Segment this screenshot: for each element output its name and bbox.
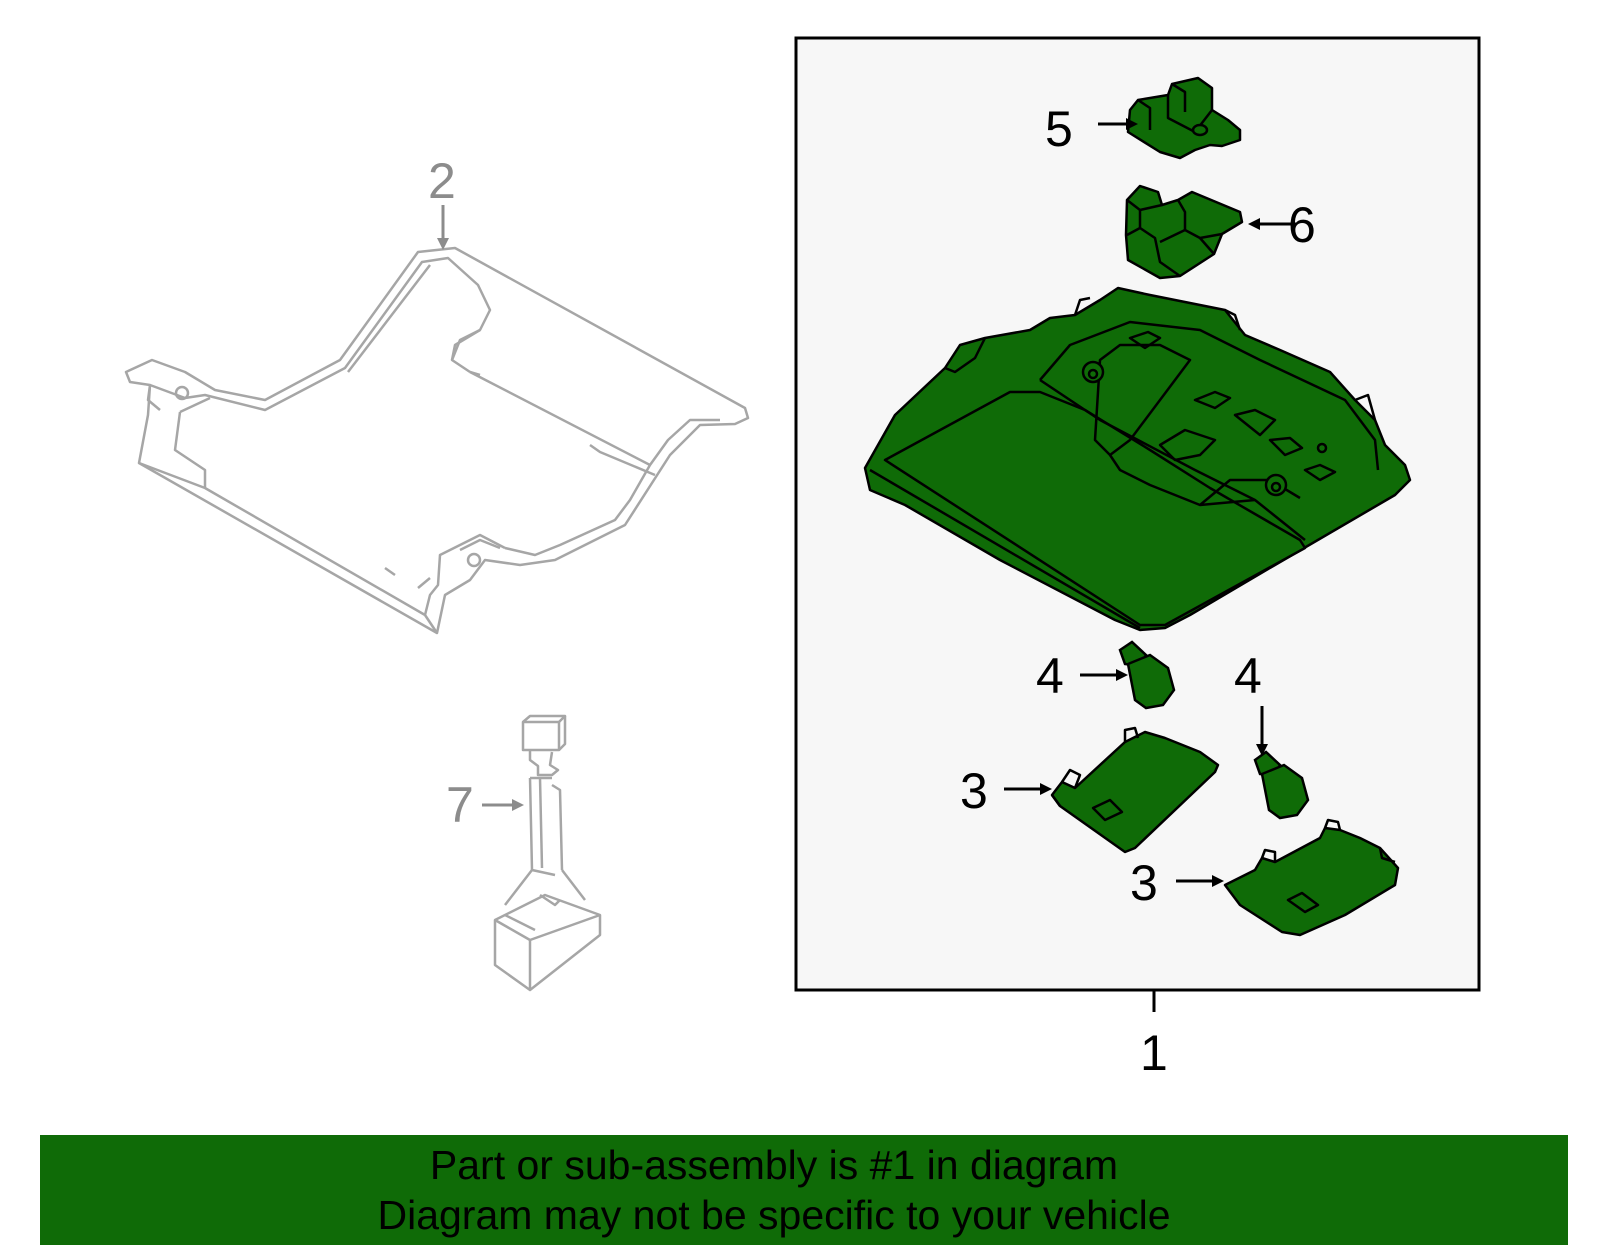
lens-cover-lower [1223, 818, 1400, 937]
callout-4-left: 4 [1036, 648, 1064, 704]
bulb-right [1253, 750, 1310, 820]
callout-2: 2 [428, 153, 456, 209]
banner-line-2: Diagram may not be specific to your vehi… [377, 1192, 1171, 1238]
lamp-bracket [1126, 76, 1242, 160]
callout-1: 1 [1140, 1025, 1168, 1081]
wiring-connector [493, 714, 602, 992]
info-banner: Part or sub-assembly is #1 in diagram Di… [40, 1135, 1568, 1245]
callout-6: 6 [1288, 197, 1316, 253]
lens-cover-upper [1050, 726, 1220, 854]
switch-block [1124, 184, 1244, 280]
roof-bracket-frame [124, 246, 750, 635]
banner-line-1: Part or sub-assembly is #1 in diagram [429, 1142, 1119, 1188]
callout-5: 5 [1045, 101, 1073, 157]
callout-arrows [1004, 118, 1296, 887]
overhead-console-housing [863, 286, 1412, 632]
callout-arrows-gray [437, 205, 524, 811]
bulb-left [1118, 640, 1176, 710]
callout-3-upper: 3 [960, 763, 988, 819]
callout-3-lower: 3 [1130, 855, 1158, 911]
callout-7: 7 [446, 777, 474, 833]
callout-4-right: 4 [1234, 648, 1262, 704]
